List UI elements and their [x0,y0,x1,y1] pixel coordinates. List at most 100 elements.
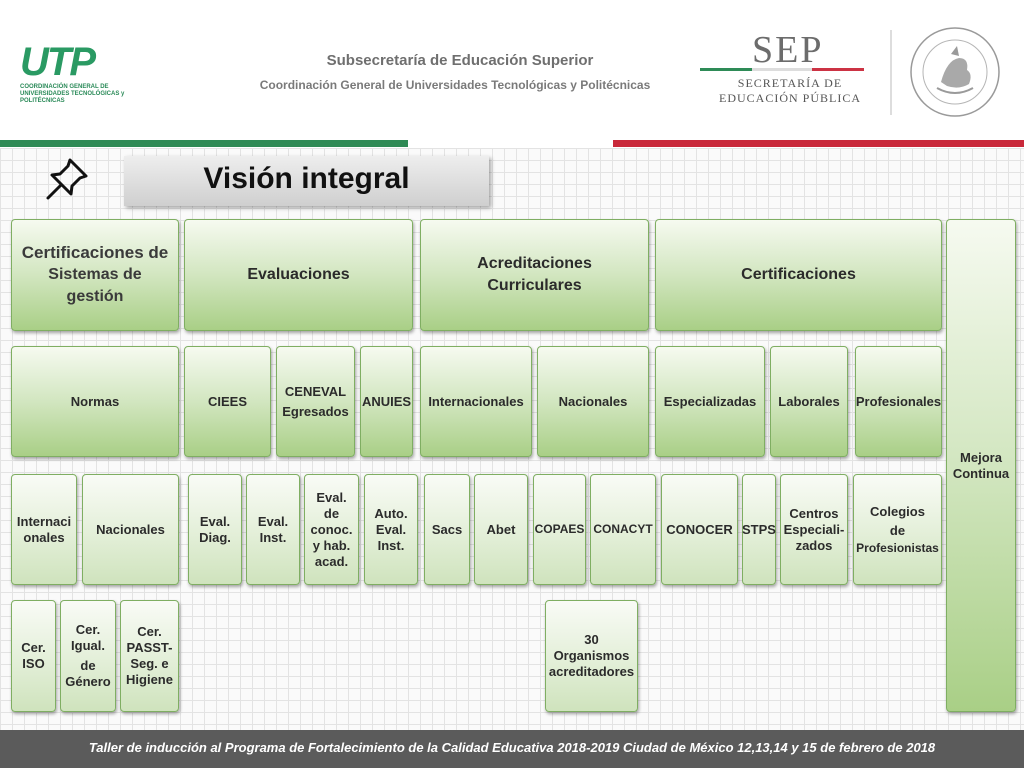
internacionales-box: Internacionales [420,346,532,457]
cer-igualdad-genero-box: Cer. Igual. de Género [60,600,116,712]
header-divider [890,30,892,115]
box-line: Especiali- [783,521,845,537]
utp-logo: UTP COORDINACIÓN GENERAL DE UNIVERSIDADE… [18,40,138,110]
evaluaciones-box: Evaluaciones [184,219,413,331]
box-line: Certificaciones de [21,243,169,262]
header-bar-green [0,140,408,147]
eval-inst-box: Eval. Inst. [246,474,300,585]
sep-stripe-red [812,68,864,71]
colegios-profesionistas-box: Colegios de Profesionistas [853,474,942,585]
footer-text: Taller de inducción al Programa de Forta… [88,740,936,755]
cer-iso-box: Cer. ISO [11,600,56,712]
conacyt-box: CONACYT [590,474,656,585]
box-line: Centros [789,505,839,521]
box-label: Sacs [431,521,463,537]
box-line: Cer. [75,622,101,637]
box-line: 30 [584,632,599,647]
box-label: CONACYT [593,522,653,536]
box-label: Laborales [778,393,840,409]
box-line: Continua [952,465,1010,481]
box-label: Nacionales [558,393,628,409]
box-label: Normas [70,393,120,409]
abet-box: Abet [474,474,528,585]
profesionales-box: Profesionales [855,346,942,457]
box-line: Profesionistas [856,540,939,555]
box-line: Inst. [259,529,287,545]
auto-eval-box: Auto. Eval. Inst. [364,474,418,585]
box-label: Internacionales [428,393,524,409]
box-line: zados [795,537,833,553]
footer-bar [0,730,1024,768]
centros-especializados-box: Centros Especiali- zados [780,474,848,585]
laborales-box: Laborales [770,346,848,457]
certificaciones-box: Certificaciones [655,219,942,331]
box-line: Egresados [282,403,349,419]
mejora-continua-box: Mejora Continua [946,219,1016,712]
normas-box: Normas [11,346,179,457]
box-line: y hab. [312,537,351,553]
box-label: Abet [486,521,516,537]
box-line: acad. [314,553,349,569]
box-line: Auto. [374,505,408,521]
box-line: Acreditaciones [477,255,592,272]
eval-conoc-box: Eval. de conoc. y hab. acad. [304,474,359,585]
box-label: Profesionales [855,393,942,409]
box-line: Diag. [199,529,231,545]
copaes-box: COPAES [533,474,586,585]
box-line: Igual. [71,638,105,653]
sacs-box: Sacs [424,474,470,585]
box-label: Nacionales [96,521,165,537]
box-line: PASST- [126,640,173,655]
box-line: Eval. [257,513,289,529]
header-subtitle: Coordinación General de Universidades Te… [259,78,651,92]
acreditaciones-box: Acreditaciones Curriculares [420,219,649,331]
box-line: Eval. [199,513,231,529]
pushpin-icon [46,158,88,200]
sep-stripe-white [752,68,812,71]
conocer-box: CONOCER [661,474,738,585]
title-panel [124,156,489,206]
box-line: Cer. [21,640,46,655]
box-line: de [80,658,96,673]
box-line: Sistemas de [48,266,142,283]
sep-line1: SECRETARÍA DE [737,76,843,90]
box-line: Higiene [126,672,173,687]
nacionales-norma-box: Nacionales [82,474,179,585]
box-label: CONOCER [666,521,733,537]
box-line: Organismos [553,648,630,663]
box-label: CIEES [207,393,247,409]
box-line: de [323,505,340,521]
utp-logo-text: UTP [20,40,96,84]
ciees-box: CIEES [184,346,271,457]
box-line: gestión [66,288,124,305]
box-line: ISO [22,656,45,671]
box-line: Seg. e [130,656,169,671]
box-line: Curriculares [487,277,582,294]
organismos-acreditadores-box: 30 Organismos acreditadores [545,600,638,712]
box-line: Género [65,674,111,689]
box-label: ANUIES [361,393,412,409]
header-title: Subsecretaría de Educación Superior [326,52,594,69]
sep-acronym: SEP [752,29,824,71]
cert-sistemas-gestion-box: Certificaciones de Sistemas de gestión [11,219,179,331]
cer-passt-box: Cer. PASST- Seg. e Higiene [120,600,179,712]
nacionales-box: Nacionales [537,346,649,457]
sep-logo: SEP SECRETARÍA DE EDUCACIÓN PÚBLICA [700,28,870,118]
box-line: Eval. [316,489,347,505]
slide-title: Visión integral [203,162,410,195]
utp-logo-subtitle: COORDINACIÓN GENERAL DE UNIVERSIDADES TE… [20,84,125,104]
internacionales-norma-box: Internaci onales [11,474,77,585]
especializadas-box: Especializadas [655,346,765,457]
sep-line2: EDUCACIÓN PÚBLICA [718,91,861,105]
box-line: Mejora [960,449,1002,465]
header-bar-red [613,140,1024,147]
box-line: Inst. [377,537,405,553]
eval-diag-box: Eval. Diag. [188,474,242,585]
box-line: acreditadores [548,664,635,679]
box-line: Cer. [137,624,162,639]
stps-box: STPS [742,474,776,585]
box-label: Certificaciones [741,266,856,283]
box-line: de [889,522,906,538]
box-line: CENEVAL [284,383,347,399]
ceneval-box: CENEVAL Egresados [276,346,355,457]
